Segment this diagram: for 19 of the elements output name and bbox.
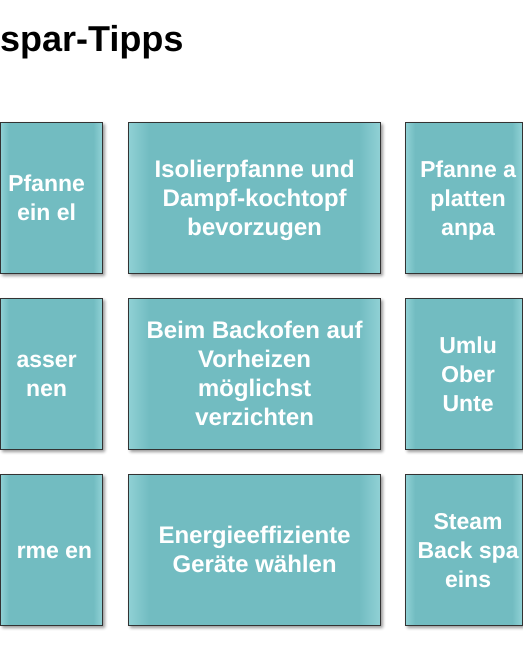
tip-text: Umlu Ober Unte xyxy=(438,330,498,418)
tip-text: Isolierpfanne und Dampf-kochtopf bevorzugen xyxy=(153,154,356,242)
slide-title: spar-Tipps xyxy=(0,18,184,60)
tip-box xyxy=(405,474,523,626)
tip-box xyxy=(405,122,523,274)
tip-text: Energieeffiziente Geräte wählen xyxy=(157,521,352,579)
tip-box xyxy=(0,474,103,626)
tip-text: Pfanne ein el xyxy=(7,169,86,227)
tip-text: asser nen xyxy=(15,345,78,403)
tip-box xyxy=(128,298,381,450)
tip-text: rme en xyxy=(16,536,92,564)
tip-box xyxy=(128,122,381,274)
tip-text: Pfanne a platten anpa xyxy=(419,154,517,242)
tip-text: Beim Backofen auf Vorheizen möglichst verzichten xyxy=(145,316,364,432)
tip-text: Steam Back spa eins xyxy=(416,506,520,594)
tip-box xyxy=(0,122,103,274)
tip-box xyxy=(0,298,103,450)
tip-box xyxy=(128,474,381,626)
tip-box xyxy=(405,298,523,450)
